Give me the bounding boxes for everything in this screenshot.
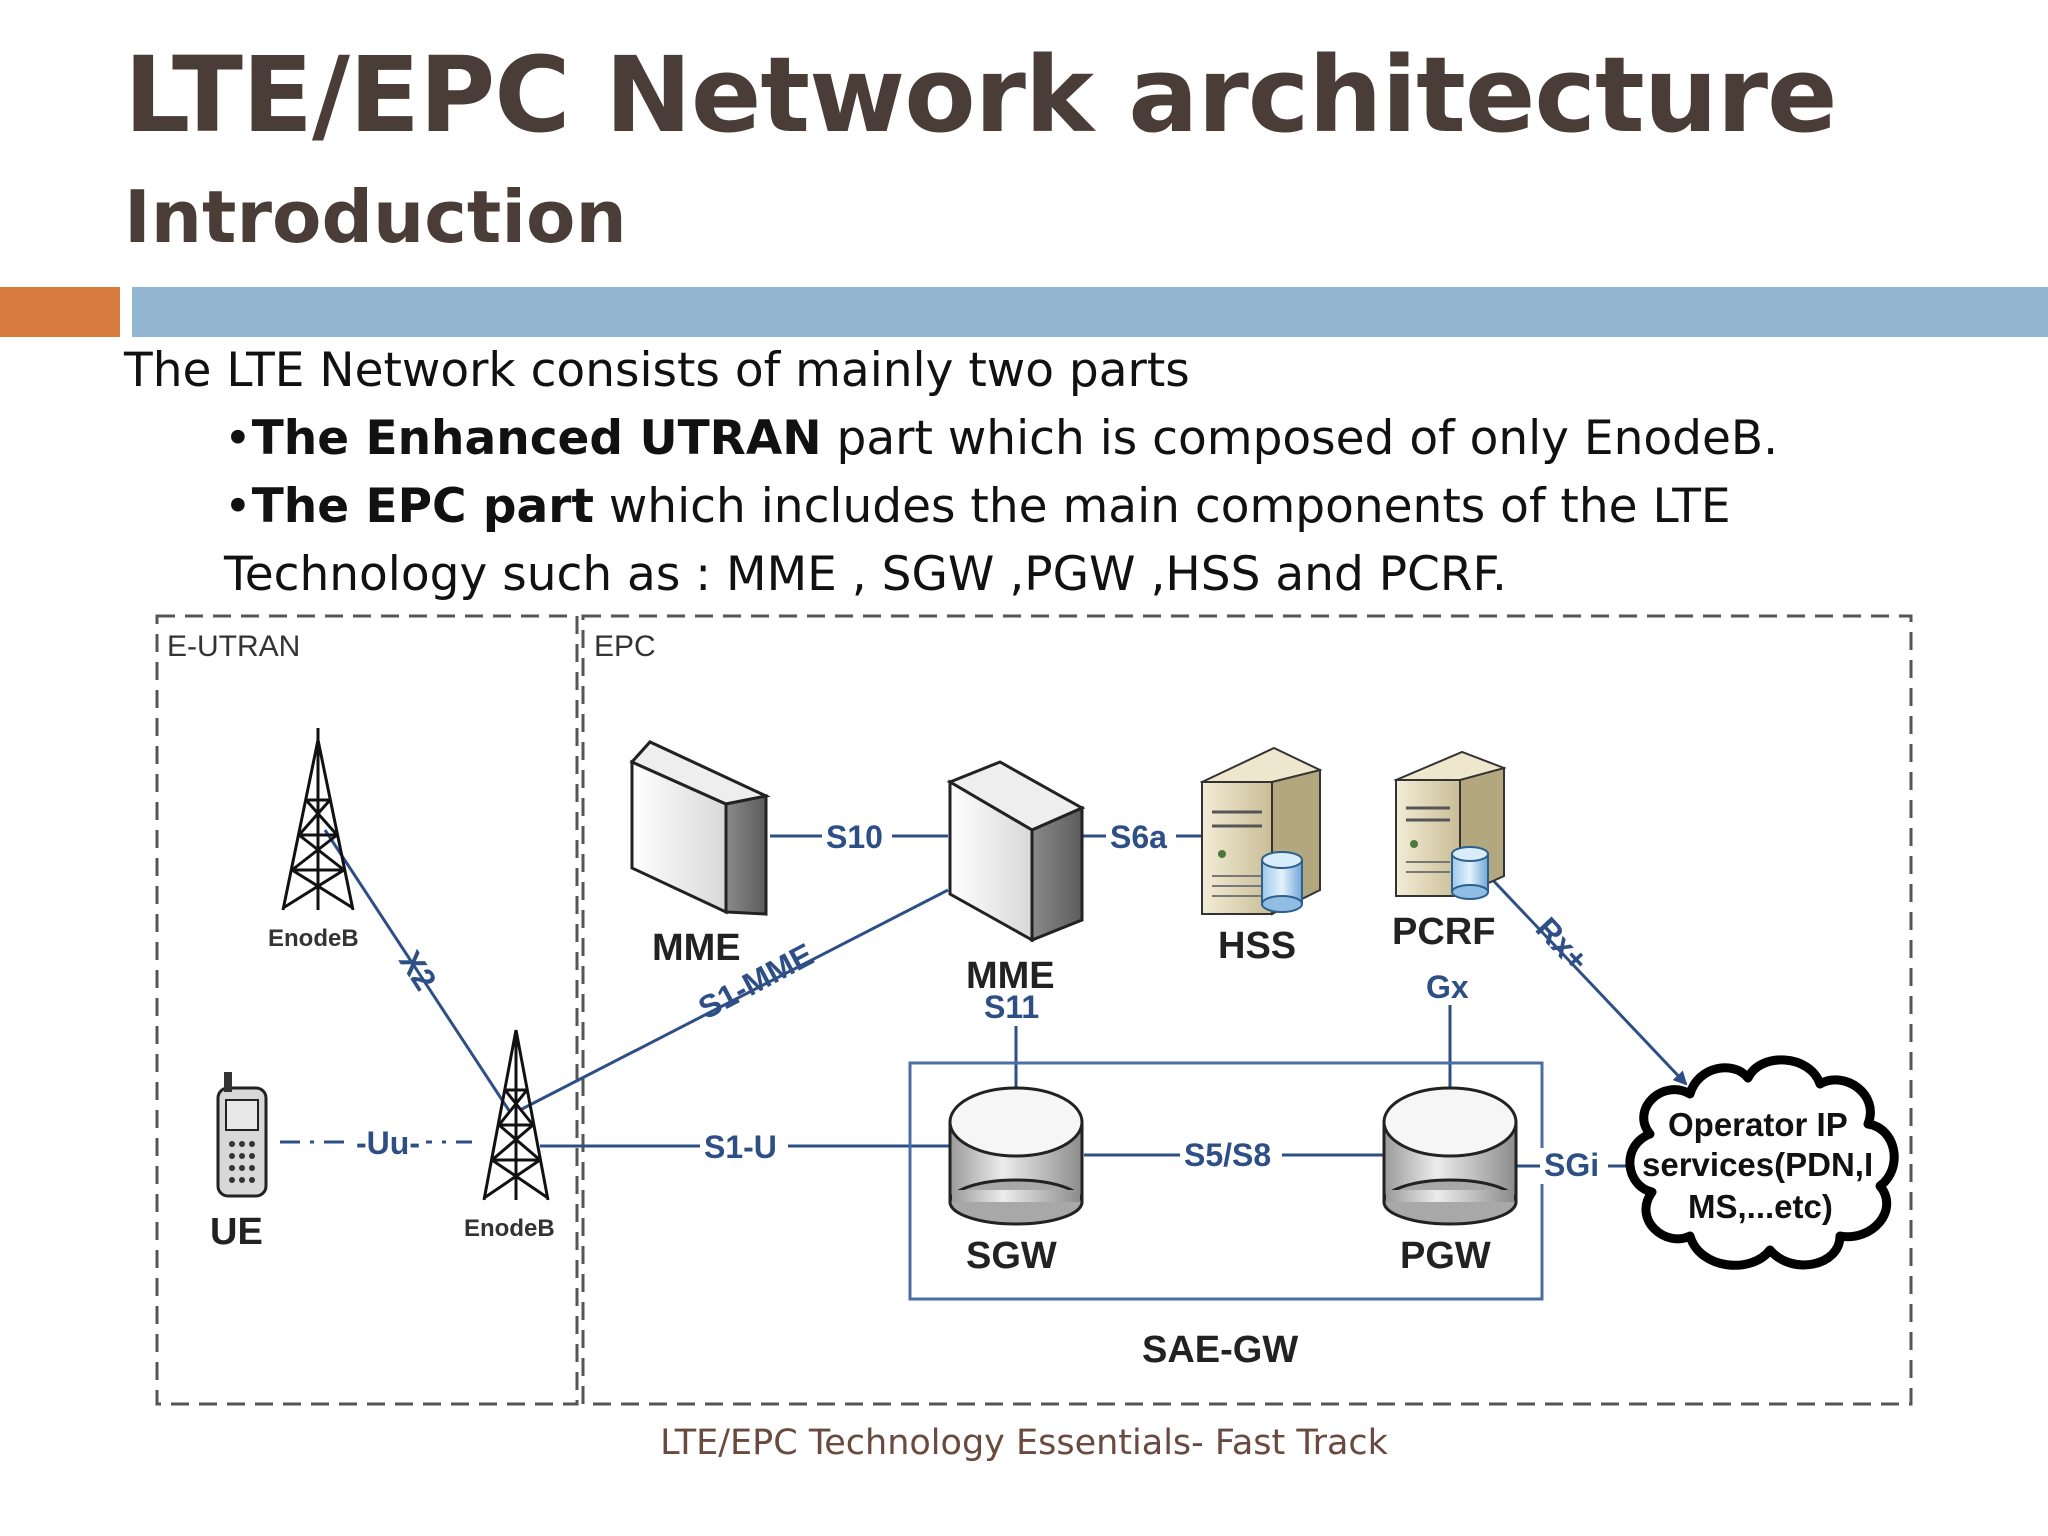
enodeb-top-label: EnodeB [268, 925, 359, 952]
s10-label-bg [822, 818, 892, 852]
slide-footer: LTE/EPC Technology Essentials- Fast Trac… [660, 1423, 1388, 1463]
uu-label-bg [354, 1124, 426, 1160]
enodeb-bottom-label: EnodeB [464, 1215, 555, 1242]
mme-left-server-icon [629, 740, 771, 916]
s5s8-label-bg [1180, 1136, 1282, 1172]
cloud-text-line-2: services(PDN,I [1642, 1146, 1873, 1183]
pgw-cylinder-icon [1382, 1086, 1518, 1226]
cloud-text-line-3: MS,...etc) [1688, 1188, 1833, 1225]
epc-region [581, 614, 1913, 1406]
s5s8-label: S5/S8 [1184, 1137, 1271, 1173]
s1-u-label: S1-U [704, 1129, 777, 1165]
intro-text: The LTE Network consists of mainly two p… [124, 343, 1190, 398]
mme-center-label: MME [966, 955, 1055, 997]
s11-label: S11 [984, 989, 1039, 1025]
s1-u-label-bg [700, 1128, 788, 1164]
pcrf-label: PCRF [1392, 911, 1495, 953]
bullet-1-bold: The Enhanced UTRAN [251, 411, 822, 466]
accent-bar-orange [0, 287, 120, 337]
bullet-2-continuation: Technology such as : MME , SGW ,PGW ,HSS… [224, 547, 1507, 602]
mme-left-label: MME [652, 927, 741, 969]
sae-gw-label: SAE-GW [1142, 1329, 1298, 1371]
x2-label-group: X2 [392, 944, 444, 996]
sgw-label: SGW [966, 1235, 1057, 1277]
hss-server-icon [1199, 746, 1323, 916]
bullet-glyph: • [224, 479, 252, 534]
pcrf-server-icon [1393, 750, 1507, 900]
mme-center-server-icon [946, 760, 1086, 943]
bullet-glyph: • [224, 411, 252, 466]
bullet-1: •The Enhanced UTRAN part which is compos… [224, 411, 1778, 466]
s6a-label: S6a [1110, 819, 1167, 855]
bullet-2: •The EPC part which includes the main co… [224, 479, 1731, 534]
slide-subtitle: Introduction [124, 175, 627, 259]
sgw-cylinder-icon [948, 1086, 1084, 1226]
bullet-2-bold: The EPC part [251, 479, 594, 534]
accent-bar-blue [132, 287, 2048, 337]
enodeb-top-tower-icon [281, 728, 355, 911]
uu-label: -Uu- [356, 1125, 420, 1161]
pgw-label: PGW [1400, 1235, 1491, 1277]
epc-label: EPC [594, 630, 656, 663]
bullet-2-text: which includes the main components of th… [593, 479, 1731, 534]
bullet-1-text: part which is composed of only EnodeB. [821, 411, 1779, 466]
s10-label: S10 [826, 819, 883, 855]
operator-ip-cloud-icon [1625, 1055, 1899, 1270]
eutran-region [155, 614, 579, 1406]
ue-label: UE [210, 1211, 263, 1253]
eutran-label: E-UTRAN [167, 630, 300, 663]
sgi-label: SGi [1544, 1147, 1599, 1183]
hss-label: HSS [1218, 925, 1296, 967]
enodeb-bottom-tower-icon [482, 1029, 550, 1201]
x2-link [323, 829, 512, 1113]
x2-label: X2 [392, 944, 444, 996]
cloud-text-line-1: Operator IP [1668, 1106, 1848, 1143]
s1-mme-link [519, 888, 949, 1112]
slide-title: LTE/EPC Network architecture [124, 34, 1838, 156]
gx-label: Gx [1426, 969, 1469, 1005]
ue-phone-icon [216, 1072, 268, 1198]
s6a-label-bg [1106, 818, 1176, 852]
rx-label: Rx+ [1529, 910, 1596, 978]
rx-link [1486, 873, 1688, 1086]
sgi-label-bg [1540, 1148, 1608, 1184]
